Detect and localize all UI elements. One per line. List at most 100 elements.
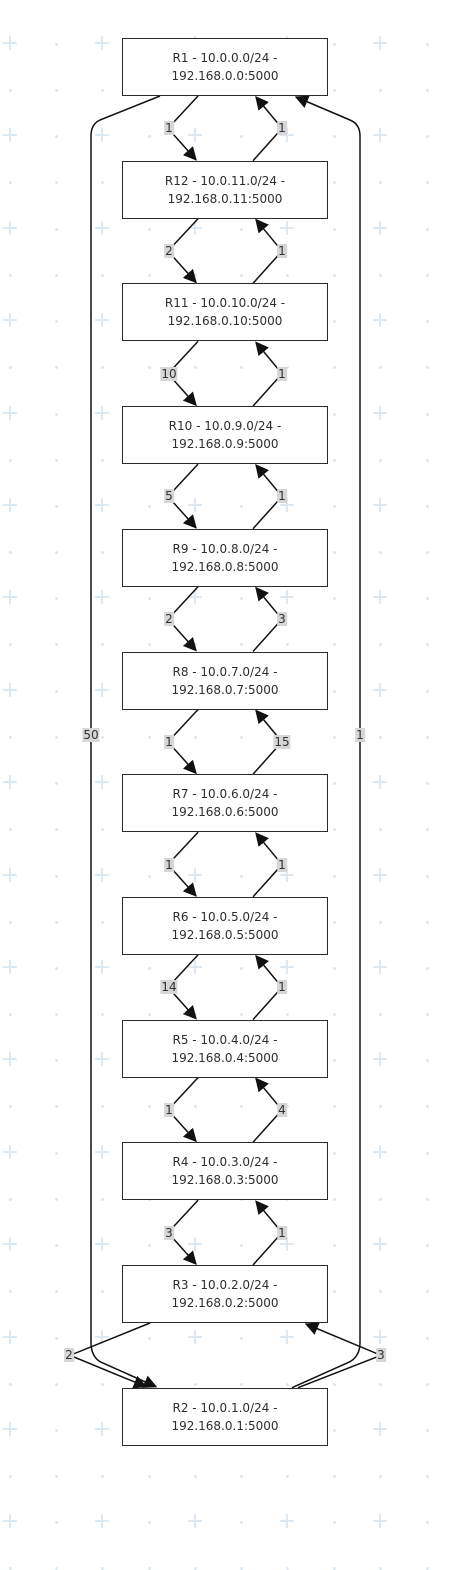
grid-dot: [55, 89, 58, 92]
grid-dot: [240, 227, 243, 231]
grid-dot: [333, 920, 336, 924]
edge-weight-label: 1: [277, 121, 287, 136]
grid-dot: [333, 89, 336, 92]
grid-dot: [9, 735, 12, 739]
grid-dot: [55, 1521, 58, 1525]
grid-dot: [148, 1105, 151, 1109]
grid-dot: [426, 366, 429, 370]
router-node-r9[interactable]: R9 - 10.0.8.0/24 -192.168.0.8:5000: [122, 528, 328, 587]
grid-dot: [333, 43, 336, 46]
grid-dot: [55, 135, 58, 139]
grid-plus-icon: +: [370, 1324, 390, 1350]
grid-dot: [333, 1382, 336, 1386]
router-node-r10[interactable]: R10 - 10.0.9.0/24 -192.168.0.9:5000: [122, 406, 328, 465]
grid-dot: [426, 874, 429, 878]
grid-plus-icon: +: [185, 1232, 205, 1258]
grid-dot: [55, 597, 58, 601]
grid-plus-icon: +: [0, 1324, 20, 1350]
grid-dot: [101, 273, 104, 277]
router-node-r12[interactable]: R12 - 10.0.11.0/24 -192.168.0.11:5000: [122, 160, 328, 219]
grid-plus-icon: +: [370, 31, 390, 56]
grid-dot: [55, 1105, 58, 1109]
grid-plus-icon: +: [277, 585, 297, 611]
router-label: R7 - 10.0.6.0/24 -: [172, 787, 278, 802]
grid-plus-icon: +: [92, 400, 112, 426]
grid-dot: [240, 643, 243, 647]
grid-dot: [286, 1105, 289, 1109]
grid-dot: [9, 366, 12, 370]
router-node-r8[interactable]: R8 - 10.0.7.0/24 -192.168.0.7:5000: [122, 651, 328, 710]
grid-dot: [426, 828, 429, 832]
router-node-r7[interactable]: R7 - 10.0.6.0/24 -192.168.0.6:5000: [122, 774, 328, 833]
grid-dot: [426, 273, 429, 277]
grid-dot: [55, 1429, 58, 1432]
grid-dot: [9, 551, 12, 554]
router-label: R8 - 10.0.7.0/24 -: [172, 664, 278, 679]
grid-plus-icon: +: [92, 862, 112, 888]
grid-plus-icon: +: [277, 955, 297, 980]
grid-plus-icon: +: [370, 770, 390, 796]
grid-dot: [101, 735, 104, 739]
edge-weight-label: 10: [160, 366, 178, 381]
grid-dot: [426, 1336, 429, 1340]
grid-dot: [379, 1475, 382, 1478]
grid-dot: [101, 181, 104, 185]
router-node-r11[interactable]: R11 - 10.0.10.0/24 -192.168.0.10:5000: [122, 283, 328, 342]
router-node-r3[interactable]: R3 - 10.0.2.0/24 -192.168.0.2:5000: [122, 1265, 328, 1323]
router-node-r5[interactable]: R5 - 10.0.4.0/24 -192.168.0.4:5000: [122, 1019, 328, 1078]
grid-dot: [55, 1059, 58, 1063]
router-node-r2[interactable]: R2 - 10.0.1.0/24 -192.168.0.1:5000: [122, 1387, 328, 1446]
grid-dot: [333, 1521, 336, 1525]
grid-dot: [426, 1244, 429, 1248]
grid-dot: [333, 273, 336, 277]
grid-dot: [9, 1475, 12, 1478]
grid-dot: [379, 1105, 382, 1109]
grid-dot: [194, 366, 197, 370]
grid-dot: [286, 366, 289, 370]
router-label: R9 - 10.0.8.0/24 -: [172, 541, 278, 556]
grid-dot: [333, 1197, 336, 1201]
router-node-r1[interactable]: R1 - 10.0.0.0/24 -192.168.0.0:5000: [122, 38, 328, 96]
grid-dot: [426, 643, 429, 647]
grid-dot: [426, 1105, 429, 1109]
grid-plus-icon: +: [0, 215, 20, 241]
grid-plus-icon: +: [185, 955, 205, 980]
grid-plus-icon: +: [185, 862, 205, 888]
edge-weight-label: 3: [376, 1348, 386, 1363]
grid-dot: [426, 412, 429, 416]
grid-dot: [333, 412, 336, 416]
grid-plus-icon: +: [0, 1509, 20, 1535]
grid-plus-icon: +: [92, 1047, 112, 1073]
grid-dot: [9, 828, 12, 832]
grid-dot: [240, 1382, 243, 1386]
grid-dot: [55, 1475, 58, 1478]
grid-dot: [426, 1151, 429, 1155]
router-address: 192.168.0.10:5000: [167, 314, 283, 329]
grid-dot: [148, 273, 151, 277]
grid-dot: [379, 920, 382, 924]
edge-weight-label: 2: [164, 612, 174, 627]
grid-dot: [286, 1382, 289, 1386]
grid-dot: [333, 1475, 336, 1478]
router-node-r4[interactable]: R4 - 10.0.3.0/24 -192.168.0.3:5000: [122, 1142, 328, 1201]
grid-dot: [426, 1197, 429, 1201]
grid-dot: [240, 273, 243, 277]
grid-dot: [426, 782, 429, 786]
grid-dot: [55, 967, 58, 970]
grid-dot: [55, 874, 58, 878]
grid-dot: [426, 1059, 429, 1063]
router-node-r6[interactable]: R6 - 10.0.5.0/24 -192.168.0.5:5000: [122, 896, 328, 955]
grid-plus-icon: +: [0, 1047, 20, 1073]
edge-weight-label: 1: [277, 980, 287, 995]
grid-dot: [426, 1013, 429, 1016]
grid-dot: [9, 920, 12, 924]
grid-plus-icon: +: [370, 1417, 390, 1442]
grid-dot: [333, 227, 336, 231]
router-address: 192.168.0.5:5000: [171, 927, 279, 942]
router-label: R5 - 10.0.4.0/24 -: [172, 1032, 278, 1047]
grid-dot: [240, 1244, 243, 1248]
grid-dot: [426, 1290, 429, 1294]
router-label: R1 - 10.0.0.0/24 -: [172, 51, 278, 65]
grid-dot: [55, 1336, 58, 1340]
grid-dot: [426, 458, 429, 462]
